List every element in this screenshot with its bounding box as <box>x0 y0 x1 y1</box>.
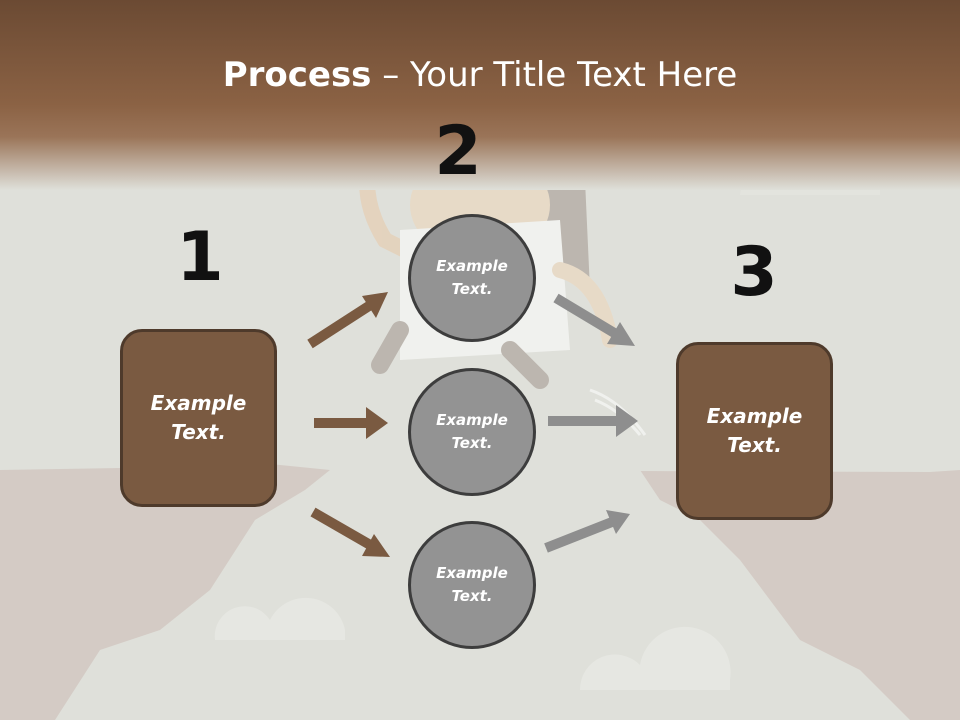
step-3-box: Example Text. <box>676 342 833 520</box>
arrow-to-middle-circle <box>314 407 388 439</box>
title-rest: – Your Title Text Here <box>371 55 738 95</box>
step-number-3: 3 <box>730 233 778 312</box>
step-number-2: 2 <box>434 112 482 191</box>
circle-top-text: Example Text. <box>436 257 508 298</box>
circle-bottom-text: Example Text. <box>436 564 508 605</box>
circle-middle-text: Example Text. <box>436 411 508 452</box>
circle-middle: Example Text. <box>408 368 536 496</box>
arrow-from-middle-circle <box>548 405 638 437</box>
arrow-from-top-circle <box>553 293 635 346</box>
step-1-box: Example Text. <box>120 329 277 507</box>
title-bold: Process <box>222 55 372 95</box>
arrow-to-bottom-circle <box>310 507 390 557</box>
circle-top: Example Text. <box>408 214 536 342</box>
step-3-text: Example Text. <box>706 404 803 457</box>
step-1-text: Example Text. <box>150 391 247 444</box>
arrow-to-top-circle <box>307 292 388 349</box>
step-number-1: 1 <box>176 218 224 297</box>
slide-title: Process – Your Title Text Here <box>0 50 960 100</box>
circle-bottom: Example Text. <box>408 521 536 649</box>
arrow-from-bottom-circle <box>544 510 630 553</box>
